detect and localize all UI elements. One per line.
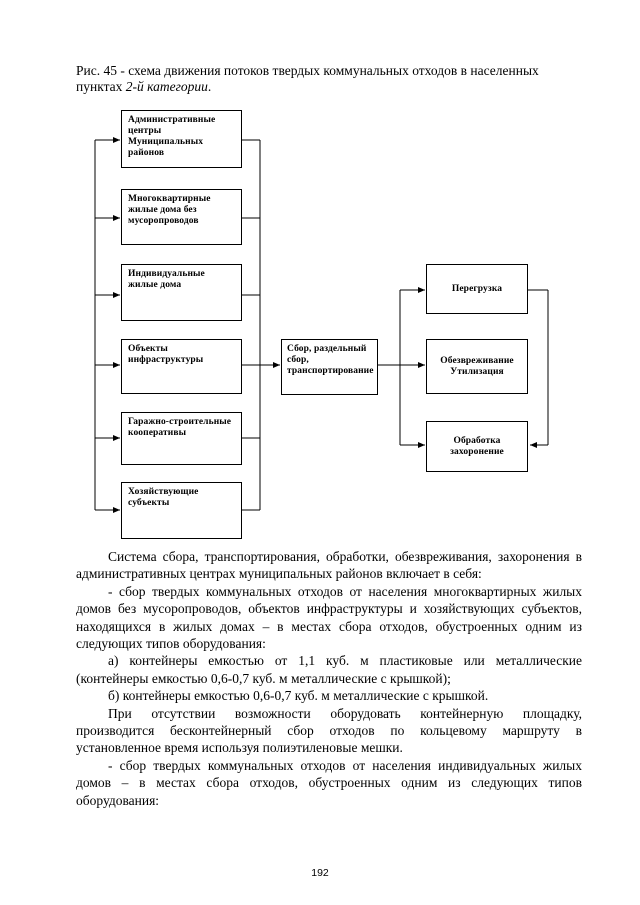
source-box-business-entities: Хозяйствующие субъекты bbox=[121, 482, 242, 539]
figure-caption: Рис. 45 - схема движения потоков твердых… bbox=[76, 63, 576, 95]
dest-label: Перегрузка bbox=[451, 283, 503, 294]
caption-tail: . bbox=[207, 79, 212, 94]
dest-label: Обезвреживание Утилизация bbox=[440, 355, 514, 377]
source-label: Многоквартирные жилые дома без мусоропро… bbox=[128, 194, 211, 226]
dest-box-transfer: Перегрузка bbox=[426, 264, 528, 314]
caption-italic: 2-й категории bbox=[125, 79, 208, 94]
source-box-admin-centers: Административные центры Муниципальных ра… bbox=[121, 110, 242, 168]
paragraph: - сбор твердых коммунальных отходов от н… bbox=[76, 757, 582, 808]
source-box-apartment-buildings: Многоквартирные жилые дома без мусоропро… bbox=[121, 189, 242, 245]
source-label: Гаражно-строительные кооперативы bbox=[128, 417, 232, 438]
page-number: 192 bbox=[311, 867, 329, 879]
source-label: Административные центры Муниципальных ра… bbox=[128, 115, 216, 158]
source-label: Индивидуальные жилые дома bbox=[128, 269, 205, 290]
source-box-garage-cooperatives: Гаражно-строительные кооперативы bbox=[121, 412, 242, 465]
paragraph: - сбор твердых коммунальных отходов от н… bbox=[76, 583, 582, 652]
paragraph: Система сбора, транспортирования, обрабо… bbox=[76, 549, 582, 582]
body-text: Система сбора, транспортирования, обрабо… bbox=[76, 548, 582, 809]
paragraph: б) контейнеры емкостью 0,6-0,7 куб. м ме… bbox=[108, 688, 489, 704]
collection-label: Сбор, раздельный сбор, транспортирование bbox=[287, 344, 374, 376]
source-label: Хозяйствующие субъекты bbox=[128, 487, 199, 508]
source-box-infrastructure: Объекты инфраструктуры bbox=[121, 339, 242, 394]
paragraph: а) контейнеры емкостью от 1,1 куб. м пла… bbox=[76, 653, 582, 686]
dest-box-processing-burial: Обработка захоронение bbox=[426, 421, 528, 472]
collection-box: Сбор, раздельный сбор, транспортирование bbox=[281, 339, 378, 395]
source-label: Объекты инфраструктуры bbox=[128, 344, 204, 365]
paragraph: При отсутствии возможности оборудовать к… bbox=[76, 705, 582, 756]
caption-text: Рис. 45 - схема движения потоков твердых… bbox=[76, 63, 539, 94]
dest-box-neutralization: Обезвреживание Утилизация bbox=[426, 339, 528, 394]
source-box-private-houses: Индивидуальные жилые дома bbox=[121, 264, 242, 321]
dest-label: Обработка захоронение bbox=[450, 435, 504, 457]
